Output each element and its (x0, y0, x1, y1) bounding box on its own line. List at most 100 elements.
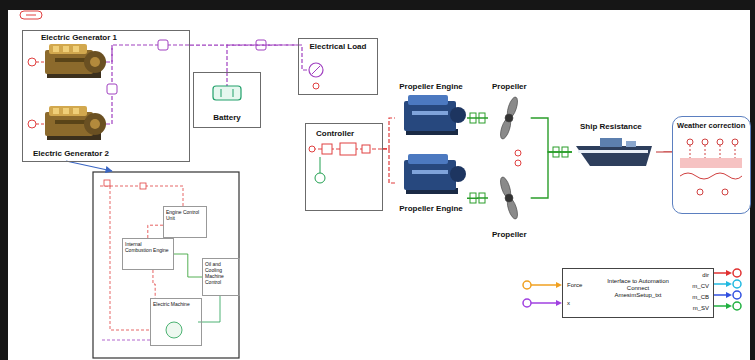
controller-blocks (315, 173, 325, 183)
cooling-box: Oil and Cooling Machine Control (202, 258, 240, 296)
port-icon (107, 40, 266, 94)
battery-box: Battery (193, 72, 261, 128)
shaft-line (467, 197, 488, 199)
propeller-engine (450, 166, 466, 182)
inset-wiring (104, 180, 110, 186)
port-icon (107, 84, 117, 94)
generator-wire (100, 45, 190, 62)
weather-panel (680, 158, 742, 168)
battery-symbol (226, 72, 227, 86)
interface-block: ForcexInterface to Automation Connect Am… (562, 268, 714, 318)
propeller-blade (505, 114, 513, 122)
controller-box: Controller (305, 123, 383, 211)
controller-blocks (309, 146, 315, 152)
propeller-engine (404, 95, 466, 135)
label-text: Oil and Cooling Machine Control (205, 261, 235, 285)
generator-engine (73, 108, 79, 114)
label-text: Engine Control Unit (166, 209, 202, 221)
generator-engine (63, 46, 69, 52)
shaft-port (28, 58, 36, 66)
shaft-port (36, 62, 45, 63)
port-name: m_SV (693, 305, 709, 312)
label-text: Propeller (492, 230, 527, 240)
port-name: Force (567, 282, 582, 289)
sensor-port (515, 150, 521, 166)
label-text: Propeller Engine (399, 204, 463, 214)
generator-engine (73, 46, 79, 52)
resistance-line (656, 151, 672, 152)
battery-symbol (233, 89, 234, 97)
label-text: Ship Resistance (580, 122, 642, 132)
weather-panel (732, 139, 738, 145)
shaft-port (36, 124, 45, 125)
label-text: Weather correction (677, 121, 745, 130)
port-arrow (714, 283, 727, 285)
signal-wire (153, 270, 155, 298)
generator-engine (90, 119, 100, 129)
ship-hull (576, 146, 652, 166)
label-text: Electric Machine (153, 301, 197, 307)
weather-panel (697, 189, 703, 195)
controller-blocks (340, 143, 356, 155)
inset-frame (93, 172, 239, 358)
shaft-port (28, 120, 36, 128)
machine-box: Electric Machine (150, 298, 202, 346)
port-arrow (523, 299, 531, 307)
load-symbol (298, 45, 309, 70)
label-text: Electric Generator 1 (41, 33, 117, 43)
propeller-engine (412, 111, 448, 115)
generator-engine (53, 108, 59, 114)
generator-engine (55, 58, 85, 62)
label-text: Internal Combustion Engine (125, 241, 169, 253)
generator-group: Electric Generator 1 Electric Generator 2 (22, 30, 190, 162)
port-arrow (726, 303, 732, 309)
ecu-box: Engine Control Unit (163, 206, 207, 238)
signal-wire (148, 225, 163, 238)
inset-wiring (110, 186, 150, 330)
controller-blocks (320, 157, 321, 173)
sensor-port (515, 160, 521, 166)
generator-engine (45, 44, 106, 78)
signal-icon (26, 15, 36, 16)
generator-engine (49, 106, 87, 116)
signal-icon (20, 11, 42, 19)
controller-blocks (362, 145, 370, 153)
port-arrow (733, 280, 741, 288)
thrust-line (531, 152, 572, 198)
shaft-coupling (470, 113, 568, 203)
inset-wiring (140, 183, 146, 189)
weather-box: Weather correction (672, 116, 751, 214)
propeller-unit: Propeller (488, 170, 531, 242)
propeller-engine (408, 154, 448, 164)
label-text: Electrical Load (310, 42, 367, 52)
power-wire (227, 45, 298, 72)
sensor-port (515, 150, 521, 156)
port-name: m_CB (692, 294, 709, 301)
load-symbol (298, 45, 323, 89)
shaft-line (174, 254, 202, 277)
propeller-engine (404, 160, 456, 190)
generator-engine (63, 108, 69, 114)
generator-engine (49, 44, 87, 54)
port-arrow (714, 305, 727, 307)
port-arrow (733, 302, 741, 310)
propeller-engine (404, 101, 456, 131)
ship-unit: Ship Resistance (572, 122, 656, 168)
port-name: x (567, 300, 570, 307)
ship-hull (626, 141, 636, 147)
propeller-engine (404, 154, 466, 194)
label-text: Electric Generator 2 (33, 149, 109, 159)
battery-symbol (213, 86, 241, 100)
load-box: Electrical Load (298, 38, 378, 95)
weather-panel (680, 173, 742, 179)
weather-panel (680, 139, 742, 195)
inset-wiring (166, 322, 182, 338)
weather-panel (687, 139, 693, 145)
ship-hull (600, 138, 622, 147)
weather-panel (702, 139, 708, 145)
ship-hull (578, 150, 648, 153)
port-arrow (531, 302, 557, 304)
signal-wire (383, 118, 395, 149)
load-symbol (312, 66, 320, 74)
